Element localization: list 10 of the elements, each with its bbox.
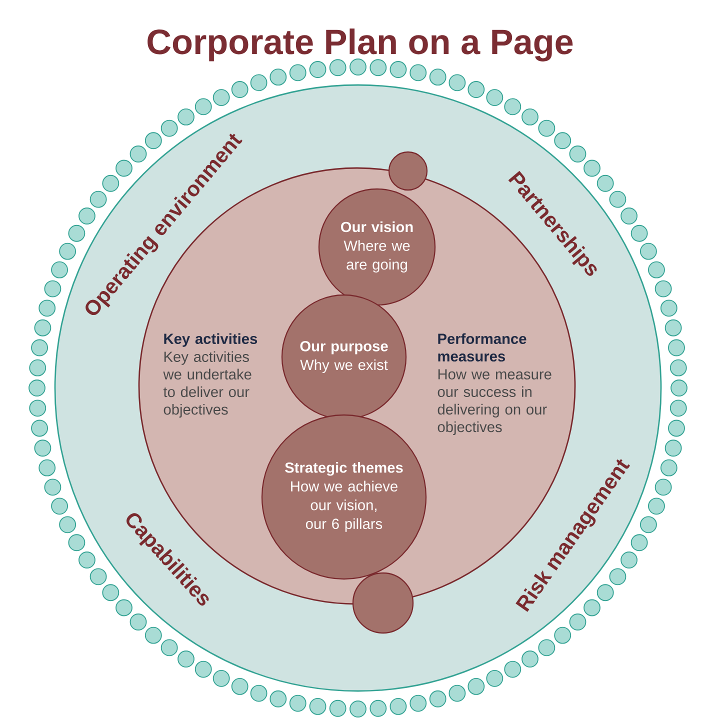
circle-text: Strategic themes How we achieve our vision, our 6 pillars <box>285 462 403 532</box>
heading: Performance measures <box>438 333 526 362</box>
small-circle <box>352 572 414 634</box>
description: Key activities we undertake to deliver our objectives <box>163 351 252 418</box>
description: How we measure our success in delivering on our objectives <box>438 369 552 436</box>
heading: Key activities <box>164 333 258 347</box>
title: Corporate Plan on a Page <box>148 28 573 62</box>
circle-text: Our purpose Why we exist <box>300 341 388 373</box>
small-circle <box>388 151 428 191</box>
circle-text: Our vision Where we are going <box>341 221 413 273</box>
